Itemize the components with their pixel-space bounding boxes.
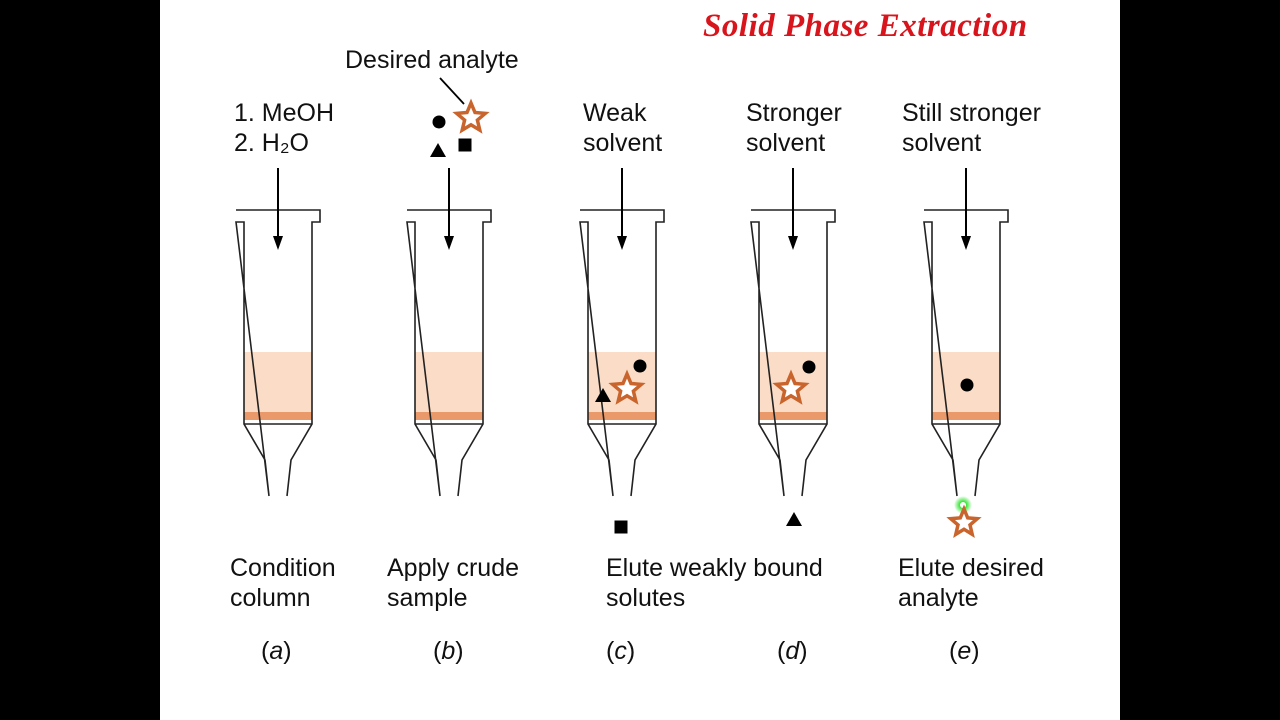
step-a-packing (244, 352, 312, 412)
step-a-frit (244, 412, 312, 420)
step-b-packing (415, 352, 483, 412)
step-e-arrow-head (961, 236, 971, 250)
slide-title: Solid Phase Extraction (703, 8, 1028, 44)
desired-analyte-label: Desired analyte (345, 46, 519, 74)
step-a-reagent-2: 2. H₂O (234, 129, 309, 157)
step-e-letter: (e) (949, 637, 980, 665)
step-e-caption-1: Elute desired (898, 554, 1044, 582)
step-c-letter: (c) (606, 637, 636, 665)
step-b-triangle (430, 143, 446, 157)
step-c-analyte-star (608, 369, 646, 405)
step-b-square (458, 138, 472, 152)
step-e-solvent-2: solvent (902, 129, 982, 157)
step-b-letter: (b) (433, 637, 464, 665)
step-d-solvent-2: solvent (746, 129, 826, 157)
step-a-letter: (a) (261, 637, 292, 665)
step-d-letter: (d) (777, 637, 808, 665)
step-c-solvent-2: solvent (583, 129, 663, 157)
step-d-circle (802, 360, 816, 374)
step-e-frit (932, 412, 1000, 420)
step-c-caption-1: Elute weakly bound (606, 554, 823, 582)
step-d-solvent-1: Stronger (746, 99, 842, 127)
step-c-triangle (595, 388, 611, 402)
step-e-caption-2: analyte (898, 584, 979, 612)
step-d-analyte-star (772, 369, 810, 405)
step-d-eluted-triangle (786, 512, 802, 526)
step-b-caption-1: Apply crude (387, 554, 520, 582)
step-a-syringe (235, 209, 321, 497)
step-d-frit (759, 412, 827, 420)
step-d-arrow-head (788, 236, 798, 250)
step-c-caption-2: solutes (606, 584, 686, 612)
step-c-syringe (579, 209, 665, 497)
step-d-syringe (750, 209, 836, 497)
step-c-frit (588, 412, 656, 420)
step-c-arrow-head (617, 236, 627, 250)
step-a-reagent-1: 1. MeOH (234, 99, 335, 127)
step-c-circle (633, 359, 647, 373)
spe-diagram (235, 77, 1009, 538)
step-a-caption-2: column (230, 584, 311, 612)
step-a-caption-1: Condition (230, 554, 336, 582)
step-e-circle (960, 378, 974, 392)
step-e-syringe (923, 209, 1009, 497)
step-a-arrow-head (273, 236, 283, 250)
step-b-caption-2: sample (387, 584, 468, 612)
step-b-frit (415, 412, 483, 420)
step-c-solvent-1: Weak (583, 99, 647, 127)
step-e-solvent-1: Still stronger (902, 99, 1041, 127)
step-b-analyte-star (452, 98, 490, 134)
analyte-pointer-line (439, 77, 465, 105)
step-b-syringe (406, 209, 492, 497)
step-c-eluted-square (614, 520, 628, 534)
step-e-eluted-analyte-star (946, 504, 982, 538)
slide: Solid Phase Extraction Desired analyte 1… (160, 0, 1120, 720)
step-b-circle (432, 115, 446, 129)
step-b-arrow-head (444, 236, 454, 250)
